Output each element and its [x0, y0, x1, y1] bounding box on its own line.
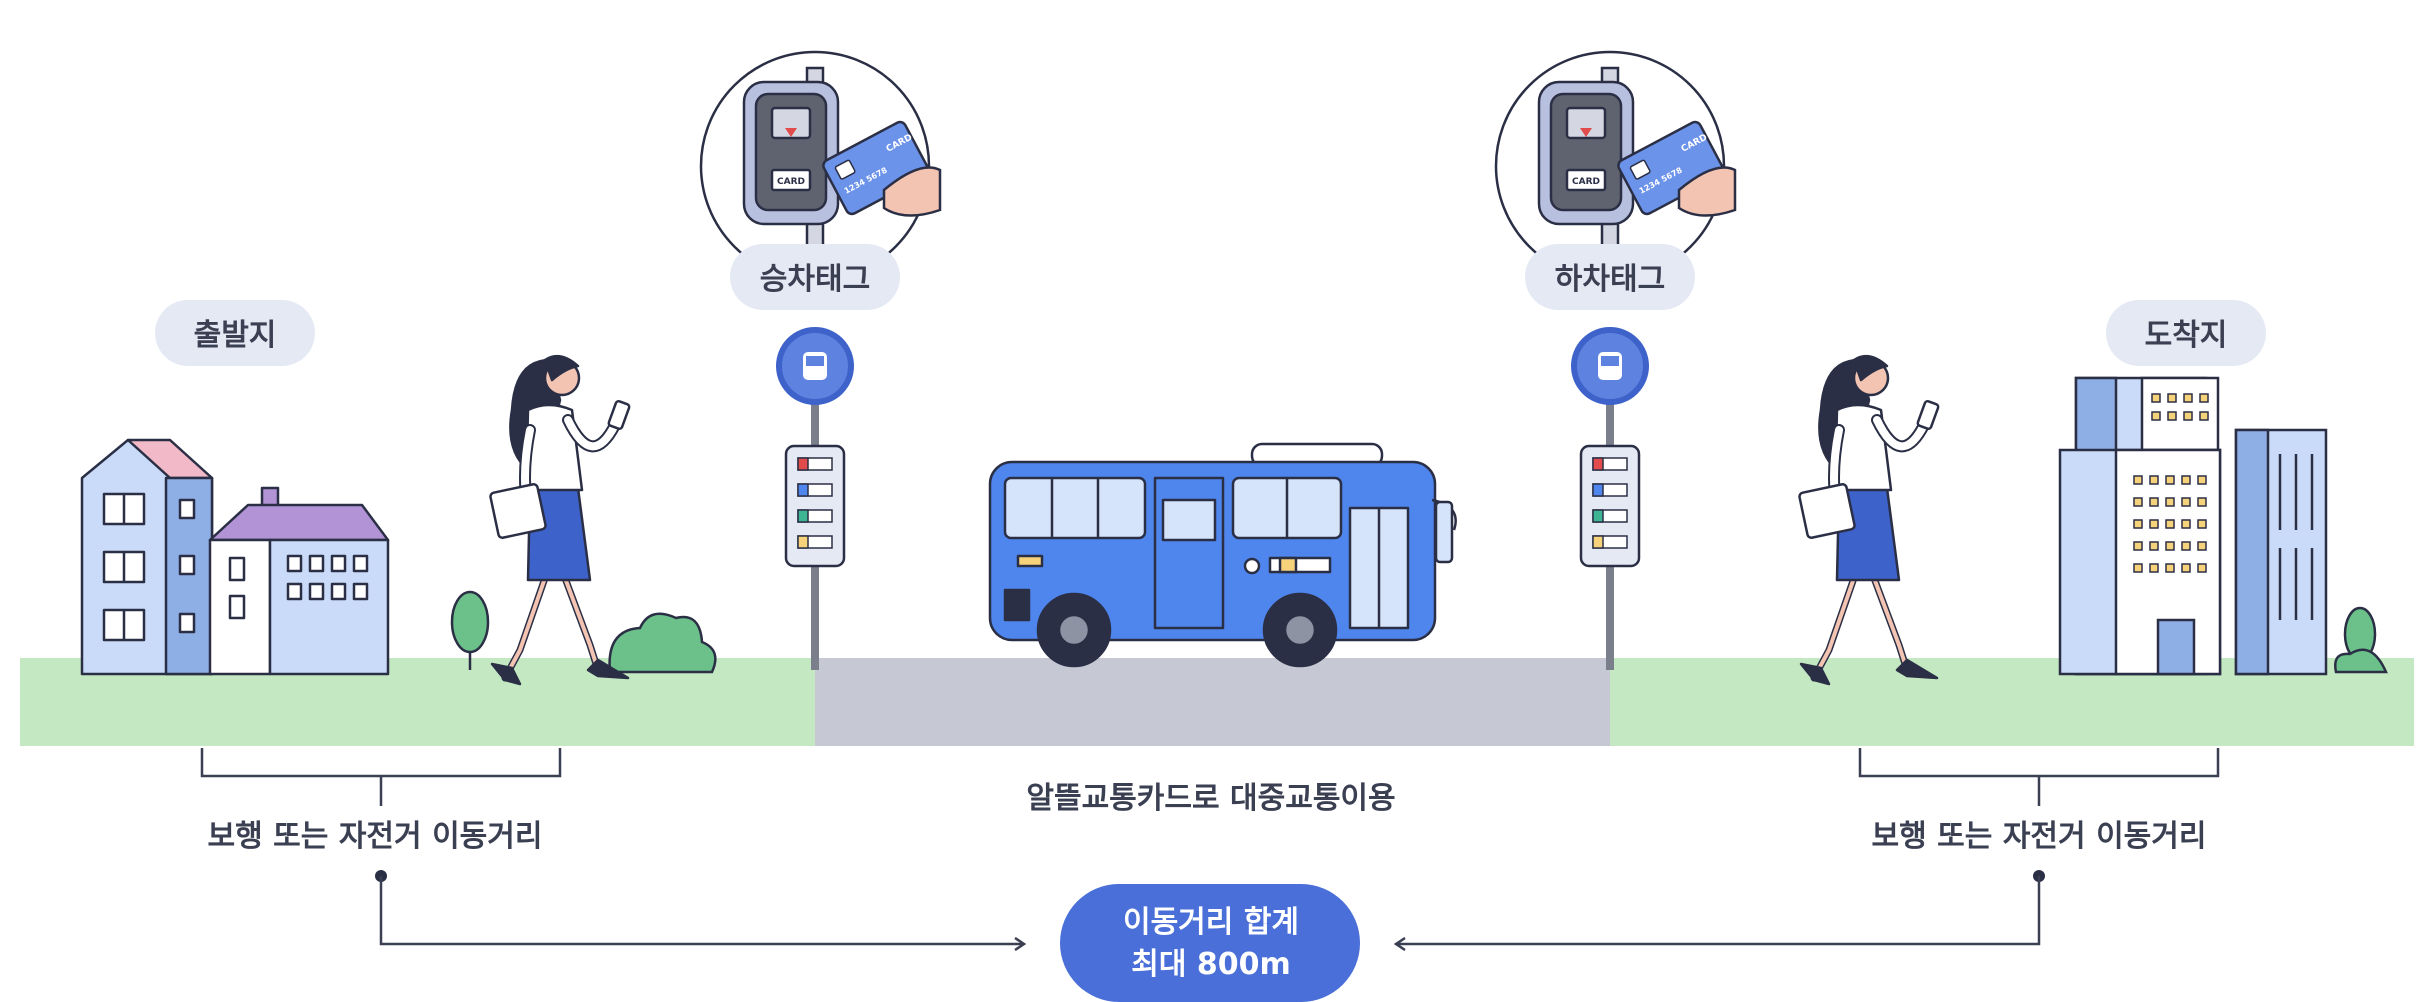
alight-tag-label: 하차태그: [1555, 262, 1665, 297]
road: [815, 658, 1610, 746]
reader-slot-label-left: CARD: [777, 177, 805, 187]
walking-person-right: [1799, 356, 1939, 684]
board-tag-label: 승차태그: [760, 262, 870, 297]
walk-distance-label-left: 보행 또는 자전거 이동거리: [208, 819, 543, 854]
transit-label: 알뜰교통카드로 대중교통이용: [1026, 781, 1395, 816]
walk-distance-label-right: 보행 또는 자전거 이동거리: [1872, 819, 2207, 854]
reader-slot-label-right: CARD: [1572, 177, 1600, 187]
board-tag-pill: [730, 244, 900, 310]
total-distance-badge: [1060, 884, 1360, 1002]
walk-bracket-right: [1858, 748, 2220, 806]
origin-houses: [80, 438, 390, 676]
destination-pill: [2106, 300, 2266, 366]
alight-tag-pill: [1525, 244, 1695, 310]
tree-right: [2334, 606, 2388, 674]
tree-left: [450, 590, 490, 670]
total-distance-line1: 이동거리 합계: [1123, 905, 1299, 940]
total-distance-line2: 최대 800m: [1131, 947, 1291, 982]
bush-left: [608, 612, 717, 674]
destination-label: 도착지: [2145, 318, 2228, 353]
walk-bracket-left: [200, 748, 562, 806]
bus: [988, 442, 1457, 668]
origin-label: 출발지: [194, 318, 277, 353]
origin-pill: [155, 300, 315, 366]
bus-stop-board: [699, 50, 942, 670]
connector-arrow-right: [1396, 876, 2041, 944]
connector-arrow-left: [379, 876, 1024, 944]
walking-person-left: [489, 354, 631, 686]
destination-buildings: [2058, 376, 2328, 676]
